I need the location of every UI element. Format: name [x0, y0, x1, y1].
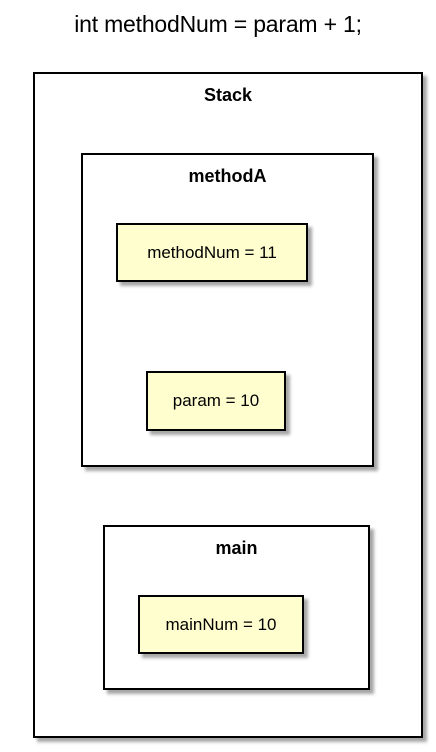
param-variable: param = 10	[146, 371, 286, 431]
stack-label: Stack	[203, 85, 253, 105]
diagram-title: int methodNum = param + 1;	[74, 11, 362, 37]
methodnum-variable: methodNum = 11	[116, 223, 308, 282]
main-frame-label: main	[215, 538, 258, 558]
mainnum-variable: mainNum = 10	[138, 595, 304, 654]
methodA-frame-label: methodA	[188, 166, 267, 186]
